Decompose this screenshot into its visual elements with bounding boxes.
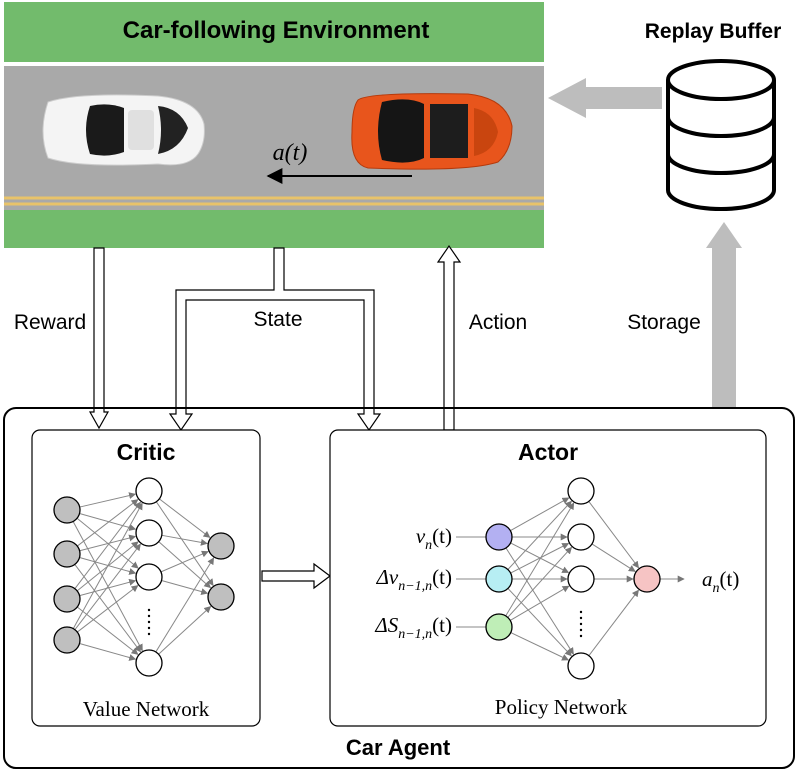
grass-bottom	[4, 210, 544, 248]
action-label: Action	[469, 311, 527, 334]
buffer-to-env-arrow	[548, 78, 662, 118]
critic-edge	[74, 501, 141, 589]
grass-top	[4, 2, 544, 62]
actor-edge	[507, 500, 572, 570]
white-car	[42, 94, 205, 166]
actor-edge	[505, 502, 575, 617]
actor-edge	[588, 501, 640, 569]
actor-caption: Policy Network	[495, 695, 628, 719]
actor-edge	[510, 632, 569, 661]
critic-edge	[161, 579, 209, 595]
database-icon	[666, 59, 776, 211]
critic-edge	[155, 501, 214, 586]
actor-output-neuron	[633, 565, 661, 593]
actor-hidden-neuron	[567, 652, 595, 680]
environment-title: Car-following Environment	[123, 17, 430, 44]
critic-nodes	[53, 477, 235, 677]
critic-input-neuron	[53, 496, 81, 524]
replay-buffer: Replay Buffer	[645, 20, 782, 211]
critic-panel: Critic Value Network	[31, 429, 261, 727]
critic-input-neuron	[53, 540, 81, 568]
critic-edge	[79, 643, 137, 661]
reward-arrow	[88, 247, 110, 430]
critic-hidden-neuron	[135, 477, 163, 505]
storage-arrow	[706, 222, 742, 408]
critic-hidden-neuron	[135, 563, 163, 591]
actor-title: Actor	[518, 439, 578, 465]
actor-hidden-neuron	[567, 477, 595, 505]
actor-ellipsis	[579, 622, 583, 626]
actor-ellipsis	[579, 610, 583, 614]
storage-label: Storage	[627, 311, 701, 334]
actor-panel: Actor Policy Network vn(t) Δvn−1,n(t) ΔS…	[329, 429, 767, 727]
actor-ellipsis	[579, 616, 583, 620]
critic-edge	[79, 534, 137, 552]
reward-label: Reward	[14, 311, 86, 334]
critic-to-actor-arrow	[261, 562, 331, 590]
critic-input-neuron	[53, 585, 81, 613]
actor-input-neuron-ds	[485, 613, 513, 641]
critic-output-neuron	[207, 532, 235, 560]
state-arrow	[168, 247, 382, 432]
actor-hidden-neuron	[567, 565, 595, 593]
input-label-dv: Δvn−1,n(t)	[376, 565, 452, 594]
actor-edge	[591, 543, 636, 572]
actor-edge	[507, 546, 573, 618]
critic-ellipsis	[147, 620, 151, 624]
car-agent-title: Car Agent	[346, 735, 451, 760]
critic-edge	[77, 585, 139, 633]
critic-hidden-neuron	[135, 519, 163, 547]
critic-edge	[160, 550, 209, 573]
input-label-v: vn(t)	[416, 524, 452, 553]
orange-car	[351, 93, 513, 170]
actor-ellipsis	[579, 634, 583, 638]
actor-edge	[510, 542, 570, 574]
action-label-env: a(t)	[273, 140, 308, 166]
critic-hidden-neuron	[135, 649, 163, 677]
critic-ellipsis	[147, 614, 151, 618]
critic-input-neuron	[53, 626, 81, 654]
critic-ellipsis	[147, 632, 151, 636]
action-arrow-up	[436, 244, 462, 431]
critic-edge	[74, 543, 141, 630]
actor-edge	[505, 547, 574, 655]
critic-edge	[158, 605, 212, 655]
car-following-environment: Car-following Environment a(t)	[4, 2, 544, 248]
actor-nodes	[485, 477, 661, 680]
actor-box	[329, 429, 767, 727]
critic-edge	[79, 492, 137, 508]
critic-edge	[159, 498, 211, 538]
critic-ellipsis	[147, 626, 151, 630]
output-label-a: an(t)	[702, 567, 739, 596]
actor-ellipsis	[579, 628, 583, 632]
car-agent: Car Agent	[3, 407, 795, 769]
actor-edge	[588, 589, 639, 656]
critic-edge	[155, 557, 215, 653]
critic-edge	[161, 534, 208, 546]
critic-ellipsis	[147, 608, 151, 612]
actor-edge	[507, 588, 572, 657]
critic-caption: Value Network	[83, 697, 210, 721]
critic-edge	[77, 499, 139, 547]
state-label: State	[253, 308, 302, 331]
actor-edge	[509, 585, 570, 621]
critic-edge	[158, 541, 212, 589]
critic-edge	[79, 513, 137, 531]
actor-edge	[510, 497, 570, 532]
actor-input-neuron-v	[485, 523, 513, 551]
critic-edge	[79, 578, 137, 597]
critic-edges	[72, 492, 215, 661]
replay-buffer-title: Replay Buffer	[645, 20, 782, 43]
actor-hidden-neuron	[567, 523, 595, 551]
input-label-ds: ΔSn−1,n(t)	[374, 613, 452, 642]
critic-edge	[76, 606, 139, 655]
car-agent-box	[3, 407, 795, 769]
actor-input-neuron-dv	[485, 565, 513, 593]
critic-title: Critic	[117, 439, 176, 465]
critic-edge	[72, 502, 143, 629]
critic-output-neuron	[207, 583, 235, 611]
